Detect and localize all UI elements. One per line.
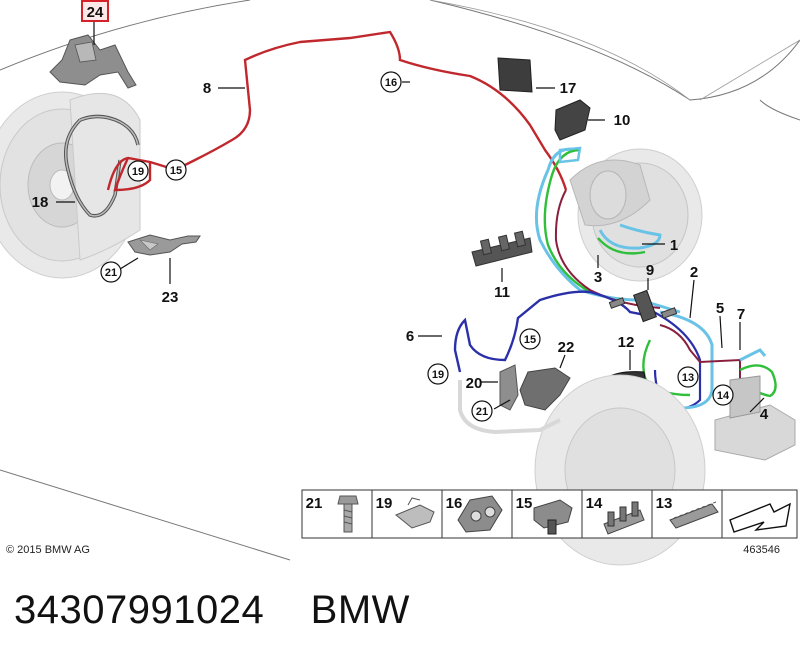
label-9: 9 (646, 262, 654, 279)
label-1: 1 (670, 237, 678, 254)
label-18: 18 (32, 194, 49, 211)
brake-booster (569, 148, 703, 282)
circled-13: 13 (682, 372, 694, 384)
label-2: 2 (690, 264, 698, 281)
hydraulic-unit-4 (714, 375, 796, 461)
label-7: 7 (737, 306, 745, 323)
car-body-outline (0, 0, 800, 561)
legend-panel: 21 19 16 15 14 13 (301, 489, 798, 539)
highlight-box-24 (81, 0, 109, 22)
triple-holder-icon (603, 501, 645, 535)
label-20: 20 (466, 375, 483, 392)
grommet-clip-icon (533, 499, 573, 535)
label-12: 12 (618, 334, 635, 351)
pipe-holder-icon (457, 495, 503, 533)
label-8: 8 (203, 80, 211, 97)
circled-16: 16 (385, 77, 397, 89)
label-23: 23 (162, 289, 179, 306)
legend-label-16: 16 (446, 495, 463, 512)
circled-19-rear: 19 (432, 369, 444, 381)
bracket-24 (49, 34, 137, 89)
part-17 (497, 57, 533, 93)
legend-label-14: 14 (586, 495, 603, 512)
label-17: 17 (560, 80, 577, 97)
label-5: 5 (716, 300, 724, 317)
label-10: 10 (614, 112, 631, 129)
bracket-23 (127, 234, 201, 256)
circled-15-rear: 15 (524, 334, 536, 346)
multi-holder-icon (669, 501, 719, 529)
legend-label-15: 15 (516, 495, 533, 512)
brake-line-6 (453, 290, 651, 373)
legend-label-19: 19 (376, 495, 393, 512)
bracket-22 (519, 367, 571, 411)
clip-icon (395, 497, 435, 529)
bracket-20 (499, 364, 519, 411)
part-10 (554, 99, 591, 141)
front-brake-disc (0, 91, 141, 279)
legend-label-21: 21 (306, 495, 323, 512)
label-24: 24 (87, 4, 104, 21)
copyright: © 2015 BMW AG (6, 544, 90, 556)
clip-11 (471, 230, 533, 267)
label-6: 6 (406, 328, 414, 345)
circled-14: 14 (717, 390, 730, 402)
circled-19-front: 19 (132, 166, 144, 178)
bolt-icon (337, 495, 359, 533)
forward-arrow-icon (729, 502, 791, 533)
circled-15-front: 15 (170, 165, 182, 177)
label-3: 3 (594, 269, 602, 286)
diagram-number: 463546 (743, 544, 780, 556)
circled-21-rear: 21 (476, 406, 488, 418)
legend-label-13: 13 (656, 495, 673, 512)
label-4: 4 (760, 406, 769, 423)
label-11: 11 (494, 284, 510, 301)
part-number-line: 34307991024 BMW (14, 588, 410, 632)
label-22: 22 (558, 339, 575, 356)
rear-hose (458, 380, 561, 435)
connector-9 (608, 289, 678, 323)
circled-21-front: 21 (105, 267, 117, 279)
